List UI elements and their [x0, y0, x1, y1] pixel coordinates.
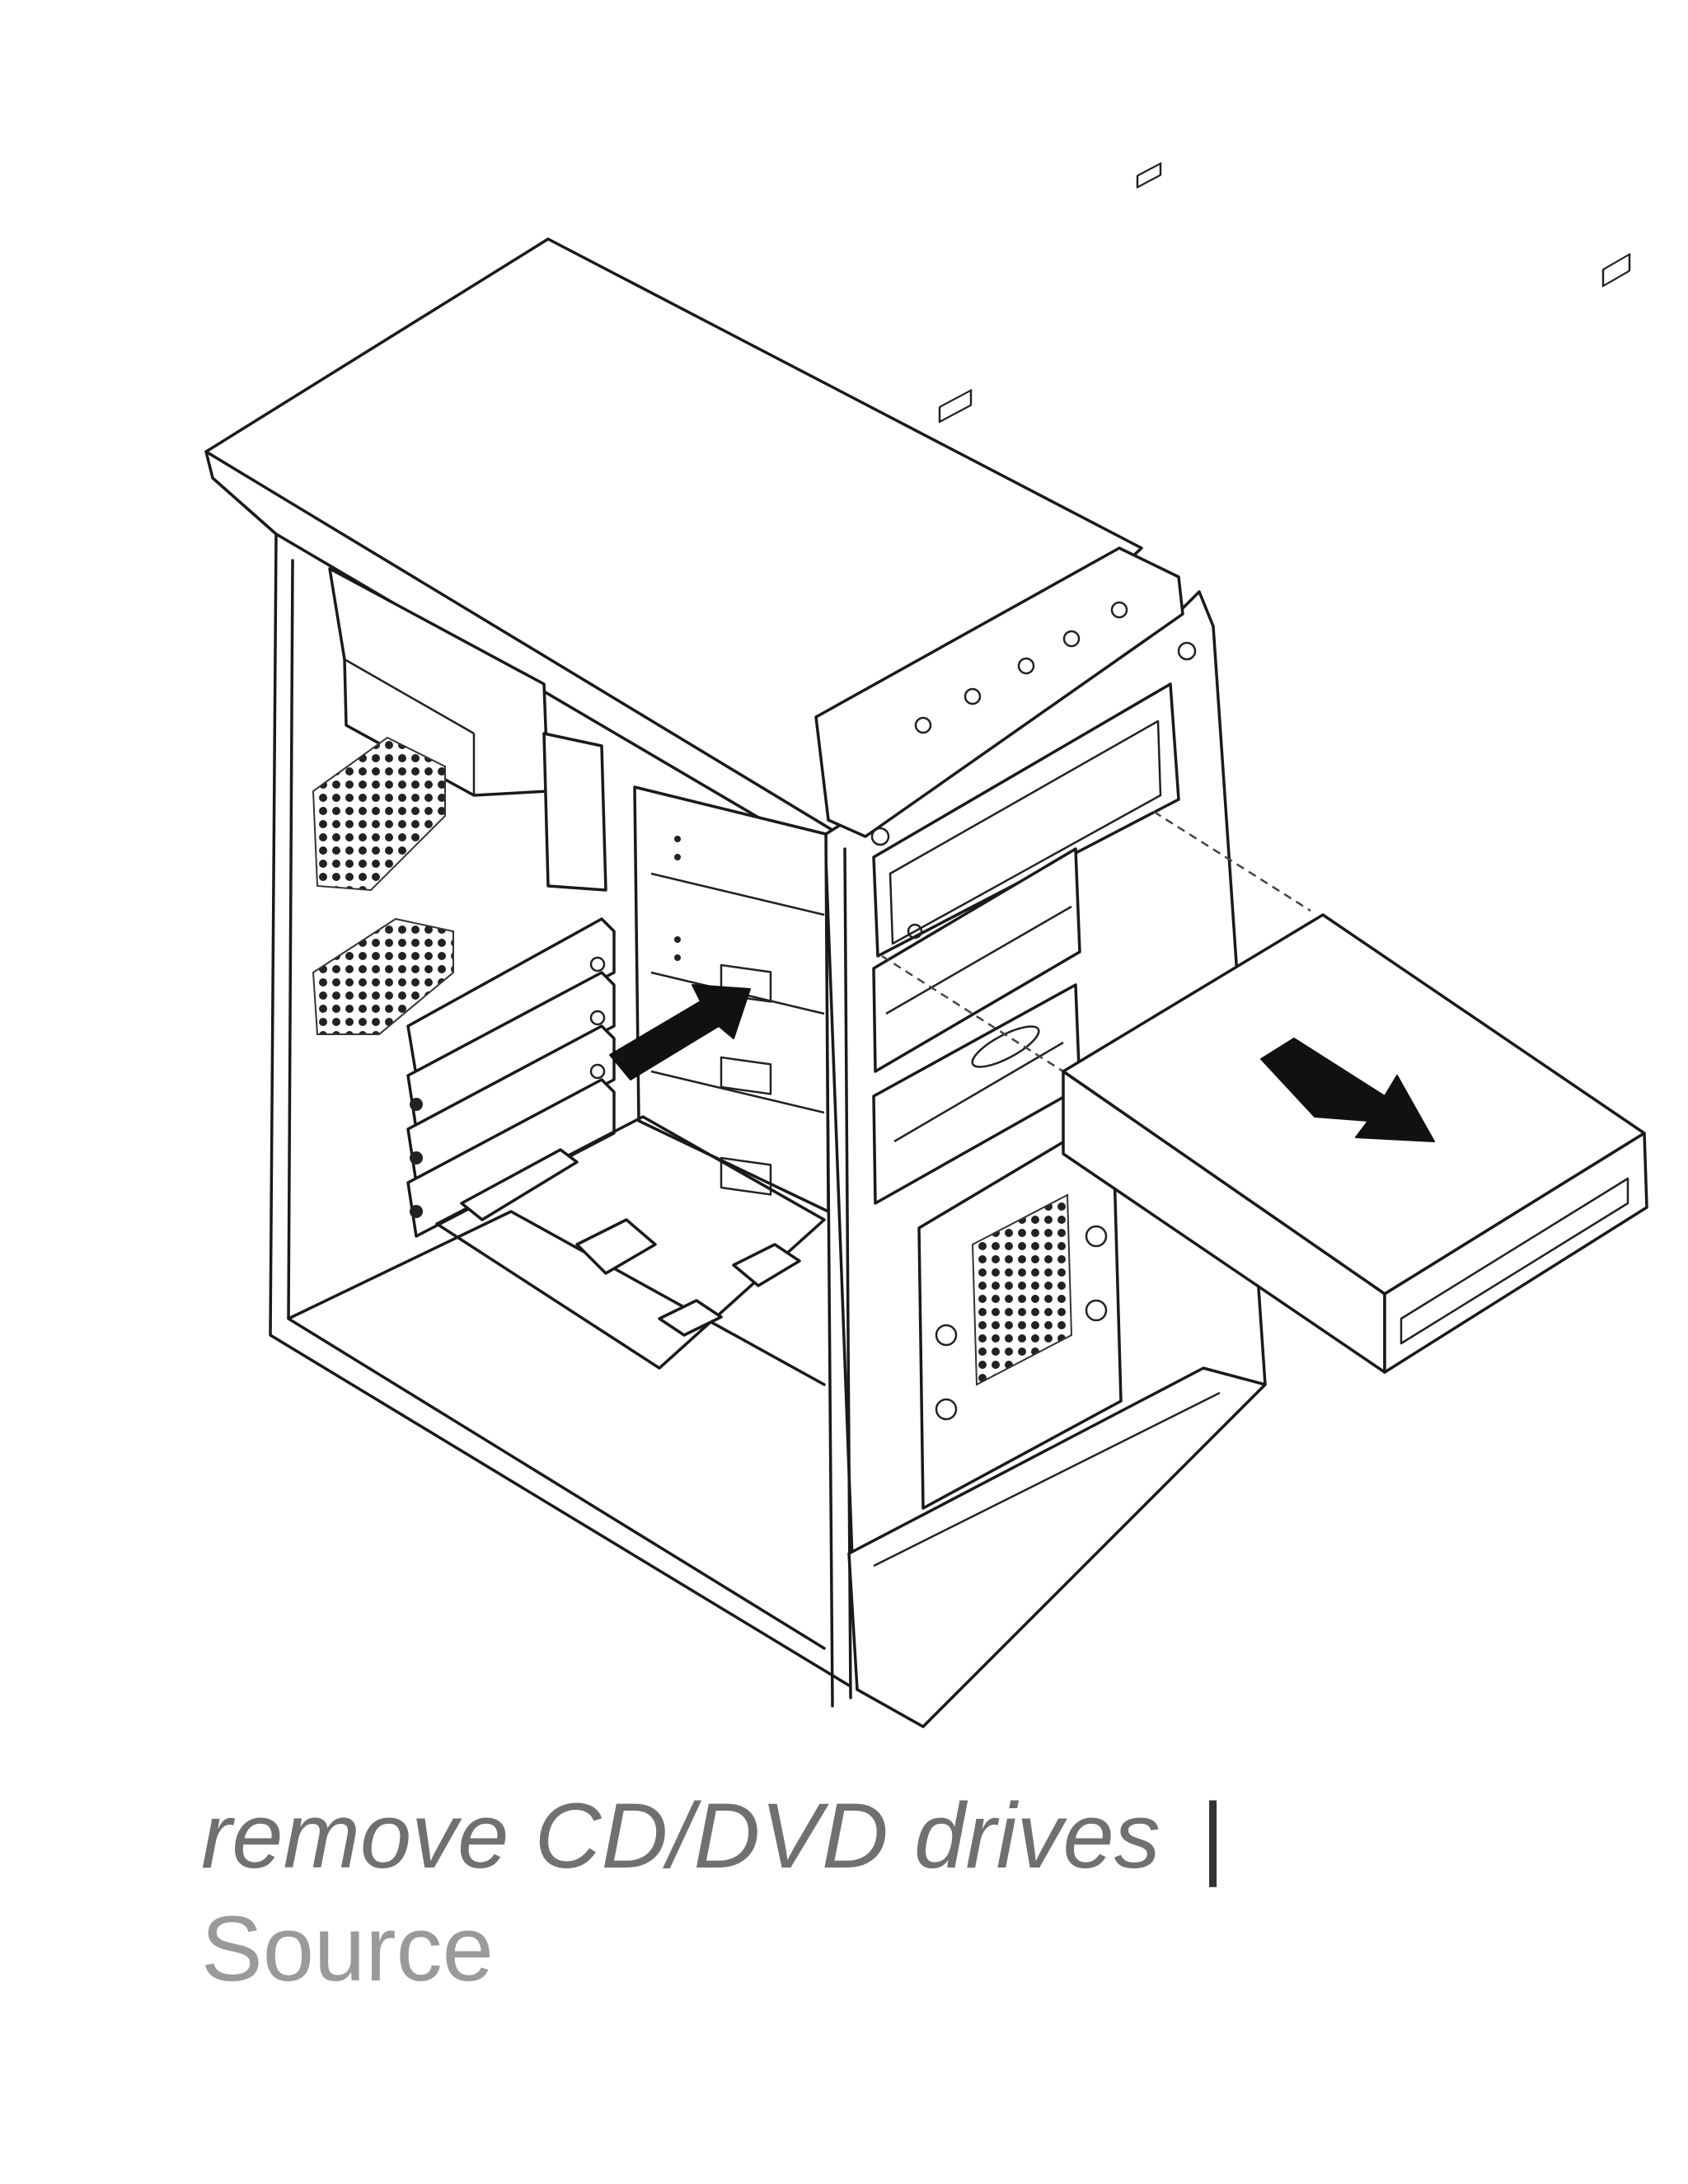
front-panel-fasteners: [914, 601, 1128, 734]
expansion-slots: [406, 917, 616, 1238]
removal-guide-lines: [881, 810, 1311, 1073]
rear-vent-lower: [312, 917, 454, 1035]
computer-tower-illustration: [204, 162, 1648, 1728]
case-base: [847, 1366, 1267, 1728]
caption-title: remove CD/DVD drives: [201, 1784, 1160, 1887]
figure-caption: remove CD/DVD drives | Source: [201, 1780, 1437, 2005]
source-link[interactable]: Source: [201, 1896, 494, 2000]
hard-drive-cage: [917, 1111, 1123, 1510]
optical-drive-bay-empty: [872, 847, 1081, 1073]
optical-drive-bay-upper: [872, 162, 1180, 958]
pull-out-arrow-icon: [1260, 1038, 1435, 1142]
power-supply: [328, 567, 607, 892]
motherboard: [435, 1115, 826, 1370]
caption-separator: |: [1200, 1784, 1226, 1887]
push-arrow-icon: [609, 984, 751, 1080]
rear-vent-upper: [312, 736, 446, 892]
